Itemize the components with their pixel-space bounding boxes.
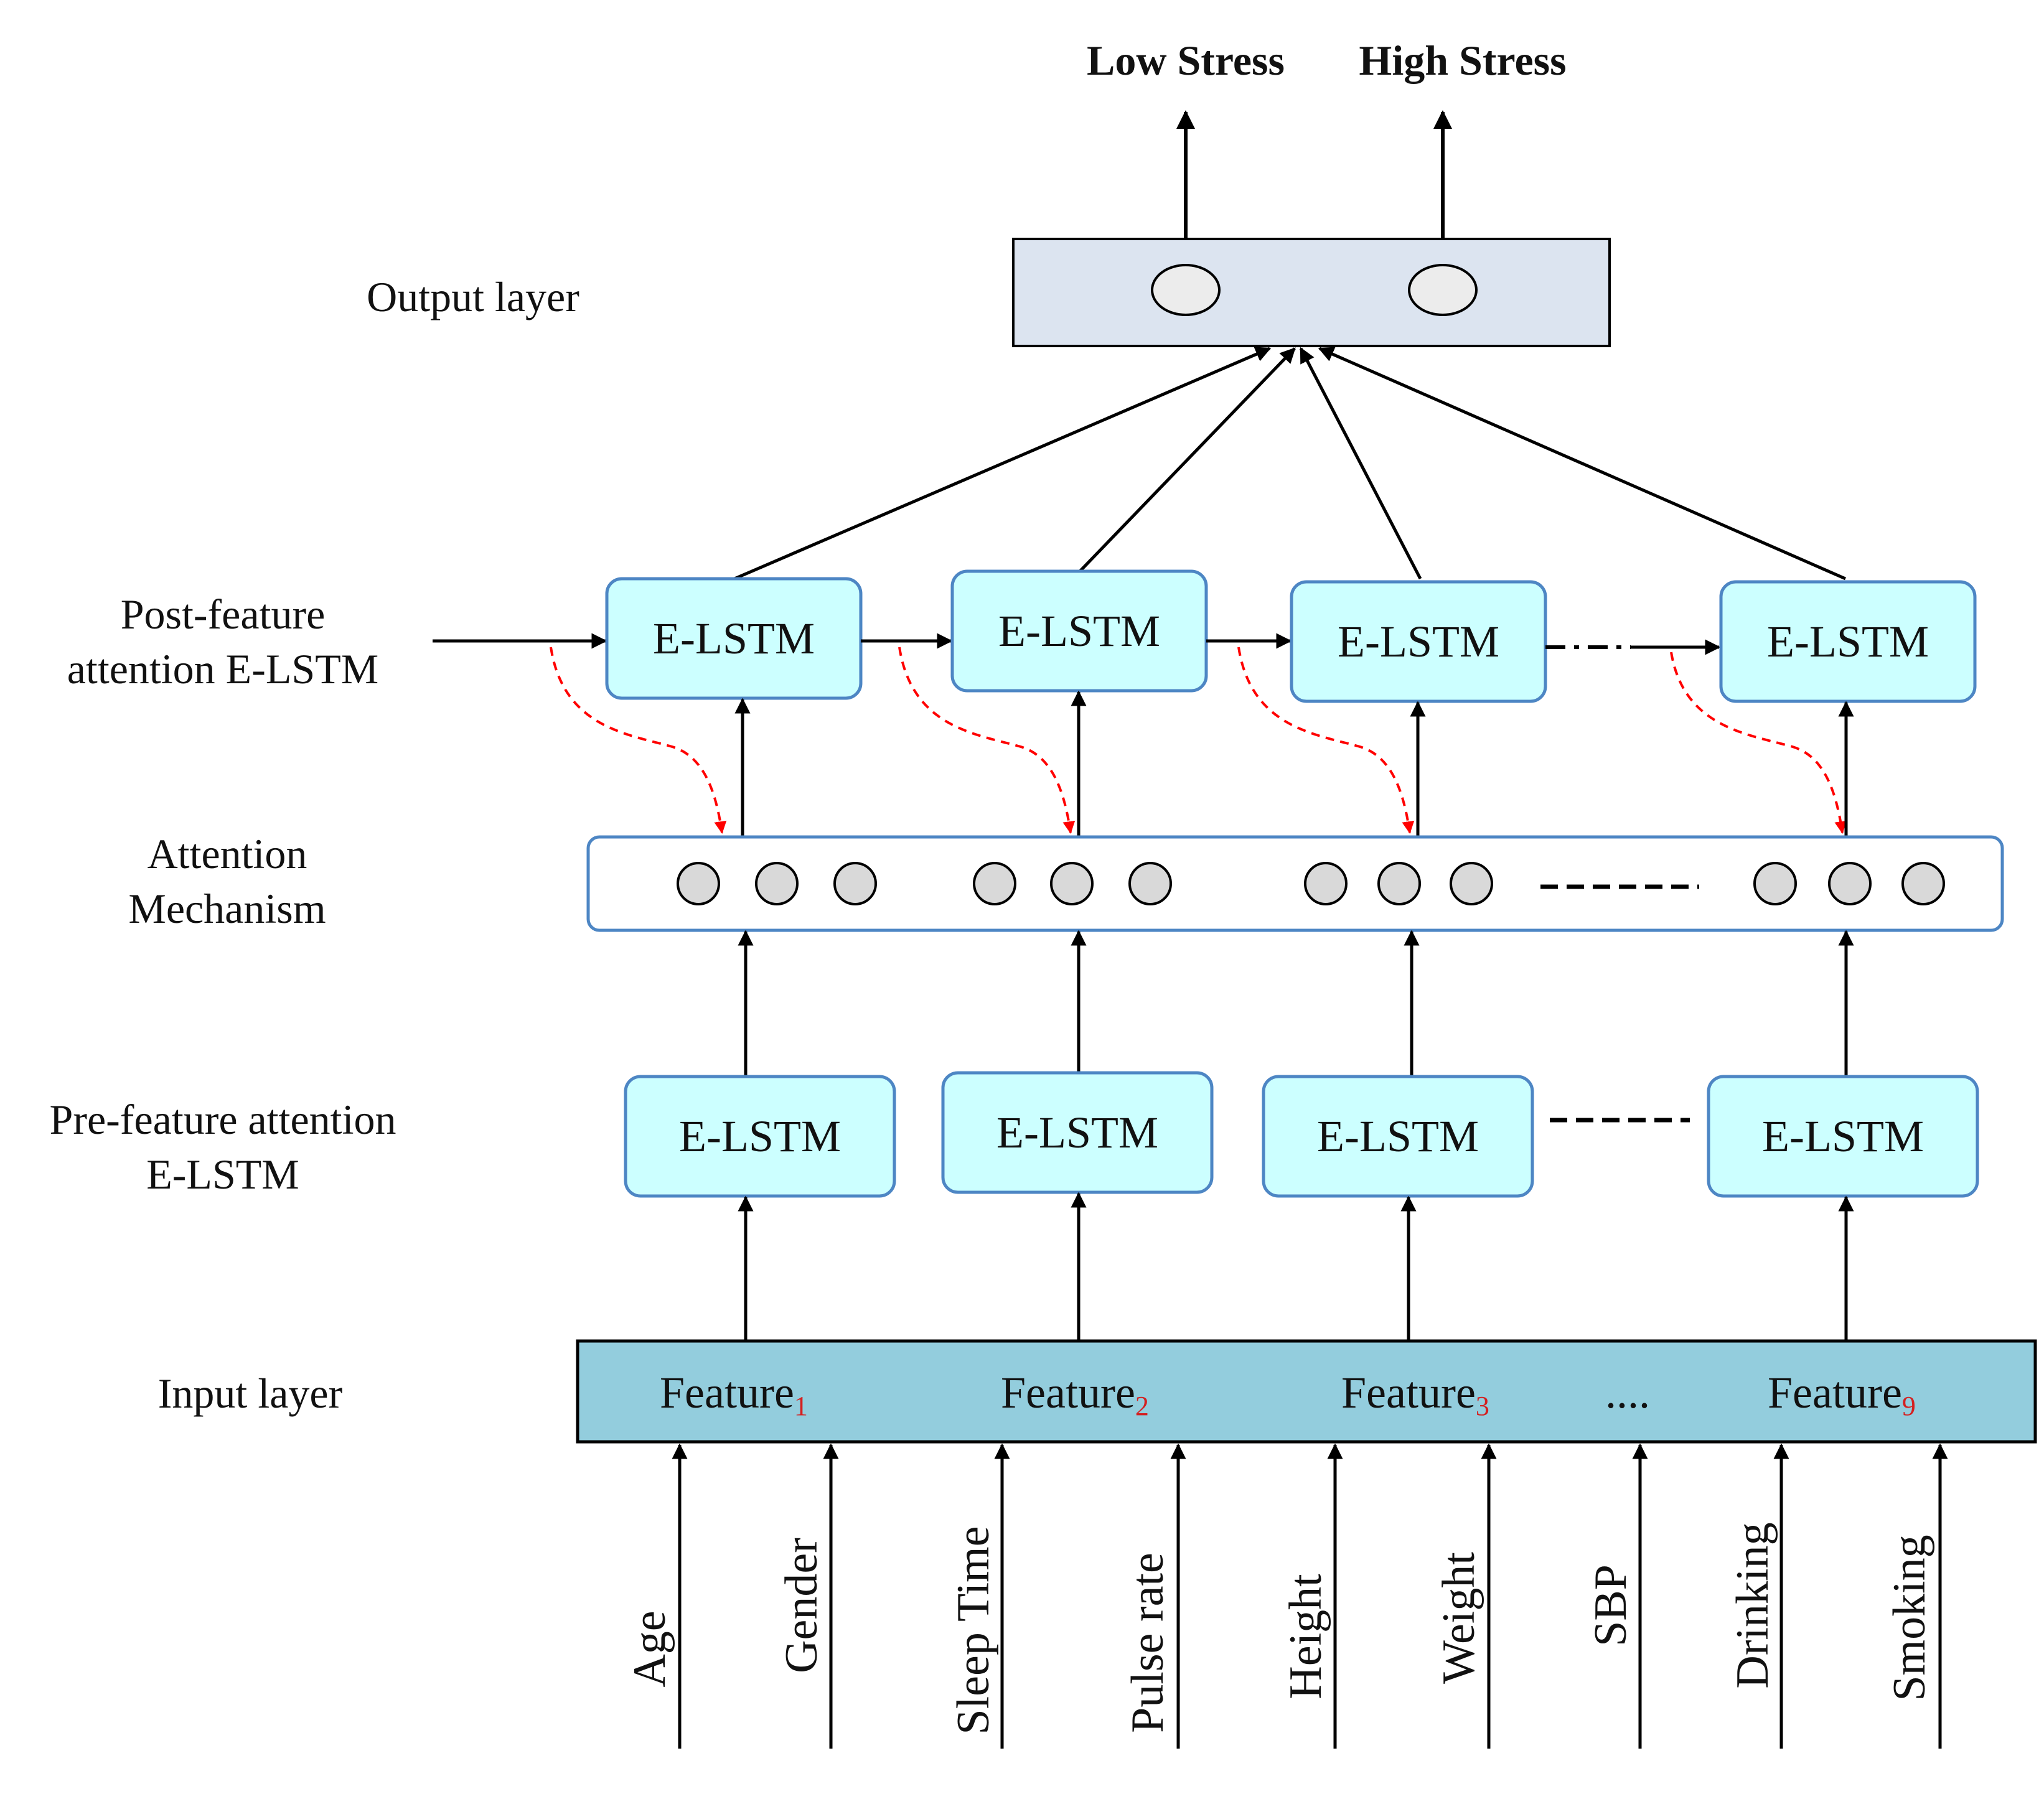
input-sbp-label: SBP <box>1585 1564 1636 1647</box>
input-layer-label: Input layer <box>158 1370 343 1417</box>
attention-node <box>1128 862 1172 905</box>
attention-node <box>1304 862 1348 905</box>
attention-feedback-arrow-2 <box>898 647 1076 834</box>
attention-node <box>1901 862 1945 905</box>
arrow-post3-to-output <box>1299 347 1422 580</box>
output-low-stress-label: Low Stress <box>1087 37 1285 84</box>
input-drinking-label: Drinking <box>1727 1522 1778 1688</box>
attention-node <box>755 862 799 905</box>
pre-elstm-label-2: E-LSTM <box>996 1108 1158 1157</box>
attention-node <box>1050 862 1094 905</box>
attention-node <box>677 862 720 905</box>
post-elstm-box-1 <box>605 577 863 700</box>
attention-feedback-arrow-9 <box>1670 652 1847 834</box>
feature-9-label: Feature9 <box>1768 1368 1916 1421</box>
arrow-post1-to-output <box>734 347 1272 581</box>
output-node-high <box>1408 264 1478 316</box>
attention-node <box>1450 862 1493 905</box>
feature-1-label: Feature1 <box>660 1368 808 1421</box>
pre-elstm-box-3 <box>1262 1075 1534 1198</box>
arrow-post2-to-output <box>1079 347 1296 572</box>
post-elstm-label-9: E-LSTM <box>1767 617 1929 666</box>
pre-attention-label-line2: E-LSTM <box>146 1151 299 1198</box>
feature-3-label: Feature3 <box>1341 1368 1489 1421</box>
input-pulse-rate-label: Pulse rate <box>1122 1553 1173 1733</box>
attention-feedback-arrow-1 <box>550 647 727 834</box>
feature-ellipsis: .... <box>1605 1368 1650 1418</box>
post-elstm-label-3: E-LSTM <box>1338 617 1499 666</box>
pre-elstm-label-9: E-LSTM <box>1762 1111 1924 1161</box>
input-gender-label: Gender <box>776 1538 827 1673</box>
output-node-low <box>1151 264 1221 316</box>
output-high-stress-label: High Stress <box>1359 37 1566 84</box>
attention-feedback-arrow-3 <box>1237 647 1415 834</box>
input-age-label: Age <box>624 1610 675 1687</box>
arrow-post9-to-output <box>1318 347 1847 581</box>
pre-elstm-label-3: E-LSTM <box>1317 1111 1479 1161</box>
attention-node <box>1828 862 1872 905</box>
attention-node <box>973 862 1016 905</box>
input-smoking-label: Smoking <box>1884 1535 1935 1701</box>
post-attention-label-line1: Post-feature <box>121 591 326 638</box>
attention-node <box>1377 862 1421 905</box>
pre-elstm-box-1 <box>624 1075 896 1198</box>
post-attention-label-line2: attention E-LSTM <box>67 645 378 693</box>
input-height-label: Height <box>1280 1574 1331 1699</box>
attention-label-line2: Mechanism <box>128 885 326 932</box>
attention-label-line1: Attention <box>148 830 307 877</box>
output-layer-label: Output layer <box>367 273 579 320</box>
pre-attention-label-line1: Pre-feature attention <box>50 1096 396 1143</box>
input-sleep-time-label: Sleep Time <box>948 1526 999 1734</box>
attention-mechanism-box <box>586 835 2004 932</box>
post-elstm-label-1: E-LSTM <box>653 614 815 663</box>
post-elstm-label-2: E-LSTM <box>998 606 1160 656</box>
attention-node <box>1753 862 1797 905</box>
input-weight-label: Weight <box>1433 1552 1484 1684</box>
feature-2-label: Feature2 <box>1001 1368 1149 1421</box>
attention-node <box>833 862 877 905</box>
input-layer-box <box>576 1339 2037 1444</box>
output-layer-box <box>1012 238 1611 347</box>
pre-elstm-label-1: E-LSTM <box>679 1111 841 1161</box>
